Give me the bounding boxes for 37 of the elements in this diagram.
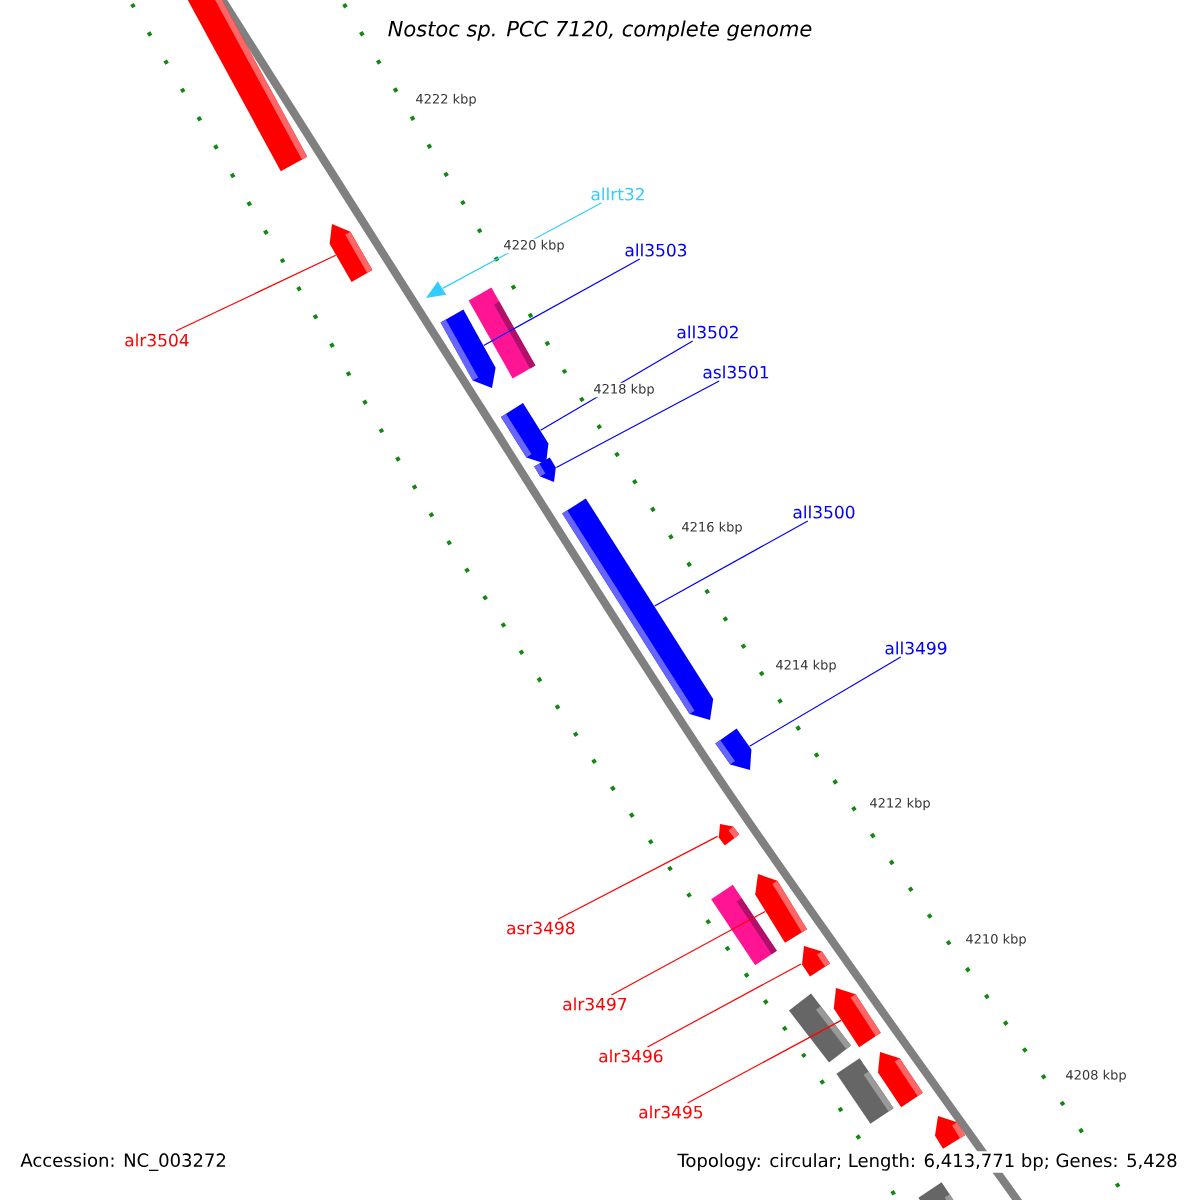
gene-label: asr3498 (507, 921, 575, 935)
gene-block (468, 287, 536, 379)
gene-block (426, 281, 447, 298)
gene-block (918, 1182, 958, 1200)
gene-block (562, 498, 714, 720)
gene-label: all3503 (625, 243, 687, 257)
leader-line (749, 656, 902, 747)
gene-block (501, 403, 549, 464)
gene-label: alr3495 (639, 1105, 703, 1119)
gene-label: alr3504 (125, 333, 189, 347)
gene-block (878, 1052, 923, 1108)
gene-block (802, 946, 830, 977)
gene-label: asl3501 (703, 365, 769, 379)
gene-label: all3502 (677, 325, 738, 339)
gene-label: all3499 (885, 641, 947, 655)
leader-line (646, 963, 802, 1048)
gene-label: all3500 (793, 505, 855, 519)
gene-block (718, 824, 740, 846)
genome-info-text: Topology: circular; Length: 6,413,771 bp; Genes: 5,428 (675, 1151, 1180, 1173)
accession-text: Accession: NC_003272 (18, 1151, 229, 1173)
gene-block (755, 874, 807, 943)
gene-block (534, 457, 556, 482)
title: Nostoc sp. PCC 7120, complete genome (388, 20, 812, 41)
leader-line (555, 380, 720, 469)
leader-line (175, 254, 337, 332)
gene-block (833, 988, 881, 1048)
leader-line (483, 258, 641, 347)
gene-label: alr3497 (563, 997, 627, 1011)
leader-line (557, 835, 719, 920)
gene-label: allrt32 (591, 187, 644, 201)
leader-line (610, 910, 766, 996)
gene-label: alr3496 (599, 1049, 663, 1063)
leader-line (654, 520, 809, 607)
gene-block (329, 224, 373, 282)
leader-line (687, 1019, 842, 1104)
gene-block (715, 728, 752, 770)
gene-block (935, 1116, 965, 1149)
